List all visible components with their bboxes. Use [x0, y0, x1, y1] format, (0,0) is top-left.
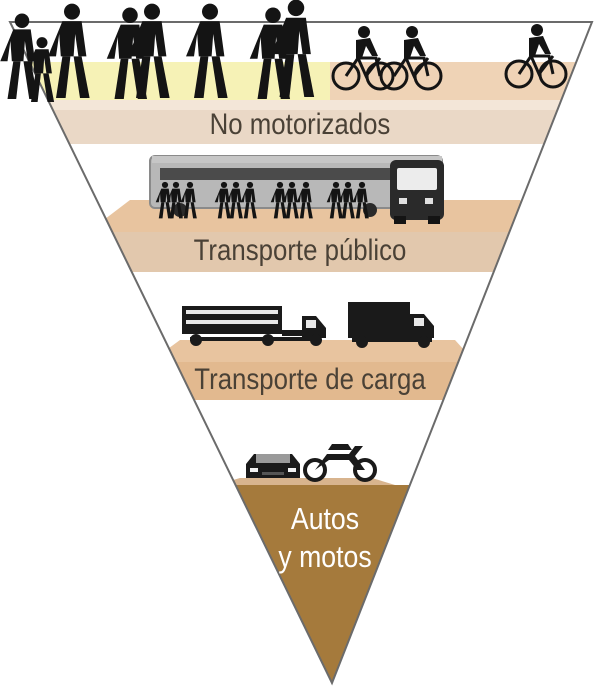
pedestrian-icon — [226, 181, 243, 219]
car-icon — [246, 454, 300, 478]
truck-icon-2 — [348, 302, 434, 348]
tier-band-non-motorized — [10, 110, 592, 144]
bicycle-icon — [331, 26, 395, 91]
freight-platform — [150, 340, 475, 362]
pedestrian-icon — [240, 181, 257, 219]
pedestrian-icon — [352, 181, 369, 219]
pedestrian-icon — [271, 0, 315, 97]
bicycle-icon-group — [331, 24, 568, 91]
pedestrian-icon — [128, 3, 170, 98]
pedestrian-icon — [155, 181, 172, 219]
tier-label-cars: Autos — [290, 501, 360, 536]
pedestrian-icon — [296, 181, 313, 219]
pedestrian-icon — [166, 181, 183, 219]
pedestrian-icon — [270, 181, 287, 219]
tier-label-freight: Transporte de carga — [194, 363, 426, 396]
tier-label-motos: y motos — [278, 539, 372, 574]
pedestrian-icon — [338, 181, 355, 219]
tier-divider — [10, 100, 592, 110]
truck-icon — [182, 306, 326, 346]
pedestrian-icon — [214, 181, 231, 219]
tier-label-public-transport: Transporte público — [193, 234, 407, 267]
pedestrian-icon — [186, 3, 228, 98]
tier-label-non-motorized: No motorizados — [209, 108, 391, 141]
pedestrian-icon — [0, 13, 38, 99]
pedestrian-icon — [282, 181, 299, 219]
pedestrian-icon — [180, 181, 197, 219]
car-platform — [216, 478, 395, 485]
pedestrian-icon — [48, 3, 90, 98]
pedestrian-icon-group — [0, 0, 315, 102]
pedestrian-icon — [326, 181, 343, 219]
pedestrian-icon — [25, 37, 55, 102]
bicycle-icon — [379, 26, 443, 91]
bicycle-icon — [504, 24, 568, 89]
motorcycle-icon — [303, 444, 377, 482]
pedestrian-queue-icon-group — [155, 181, 369, 219]
